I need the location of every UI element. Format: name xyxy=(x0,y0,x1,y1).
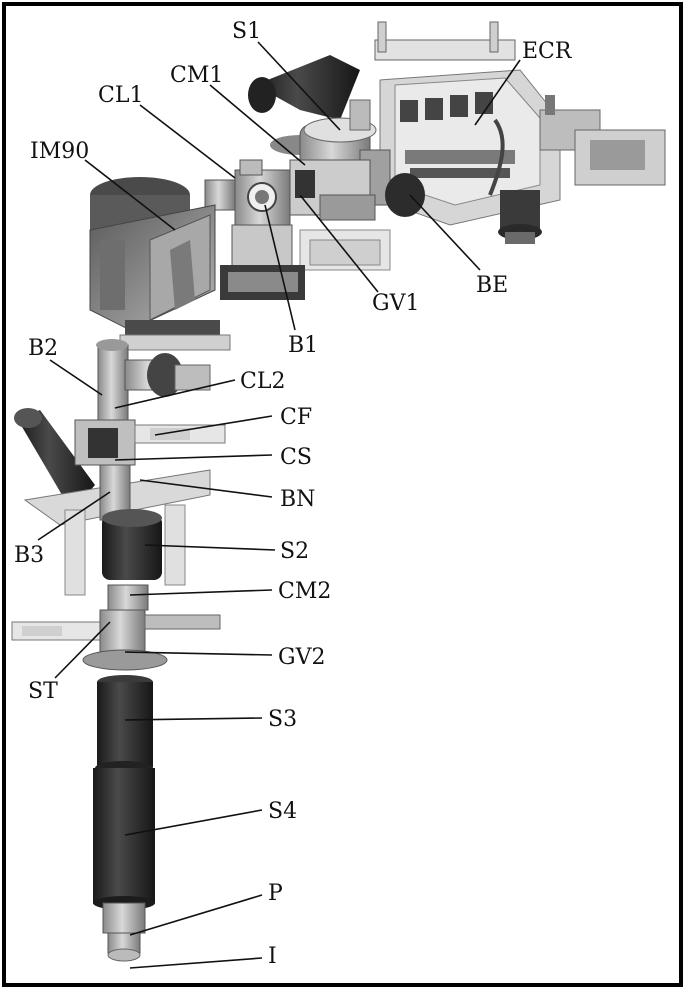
leader-s1 xyxy=(257,41,341,131)
label-ecr: ECR xyxy=(522,39,573,64)
p-i-probe-end xyxy=(102,902,146,962)
leader-cm1 xyxy=(209,84,306,166)
label-cs: CS xyxy=(280,445,312,470)
leader-b3 xyxy=(37,491,111,541)
label-b3: B3 xyxy=(14,543,44,568)
label-s3: S3 xyxy=(268,707,297,732)
leader-p xyxy=(129,894,263,936)
leader-gv2 xyxy=(124,651,273,656)
label-gv1: GV1 xyxy=(372,291,419,316)
cm1-gv1-chamber xyxy=(289,159,391,271)
label-cl1: CL1 xyxy=(98,83,143,108)
leader-cf xyxy=(154,415,273,436)
label-b1: B1 xyxy=(288,333,318,358)
leader-b1 xyxy=(264,204,296,331)
st-gv2-cross xyxy=(11,609,221,671)
label-bn: BN xyxy=(280,487,315,512)
label-cl2: CL2 xyxy=(240,369,285,394)
label-p: P xyxy=(268,881,283,906)
label-im90: IM90 xyxy=(30,139,89,164)
label-cm1: CM1 xyxy=(170,63,223,88)
leader-cl1 xyxy=(139,104,236,179)
label-s2: S2 xyxy=(280,539,309,564)
b2-cl2-section xyxy=(96,339,211,426)
label-s1: S1 xyxy=(232,19,261,44)
ecr-source-assembly xyxy=(374,21,666,244)
leader-bn xyxy=(139,479,273,498)
label-st: ST xyxy=(28,679,58,704)
leader-gv1 xyxy=(299,194,379,293)
leader-lines xyxy=(37,41,521,969)
label-b2: B2 xyxy=(28,336,58,361)
leader-st xyxy=(54,621,111,679)
leader-cl2 xyxy=(114,379,236,409)
beamline-illustration xyxy=(11,21,666,962)
leader-i xyxy=(129,957,263,969)
label-be: BE xyxy=(476,273,508,298)
component-labels: S1 ECR CM1 CL1 IM90 GV1 BE B1 B2 CL2 CF … xyxy=(14,19,573,969)
leader-cs xyxy=(114,454,273,461)
label-cm2: CM2 xyxy=(278,579,331,604)
leader-s2 xyxy=(144,544,276,551)
leader-b2 xyxy=(49,359,103,396)
label-cf: CF xyxy=(280,405,312,430)
label-s4: S4 xyxy=(268,799,297,824)
leader-s4 xyxy=(124,809,263,836)
leader-ecr xyxy=(474,59,521,126)
s3-s4-solenoid-column xyxy=(93,675,155,910)
leader-s3 xyxy=(124,717,263,721)
leader-cm2 xyxy=(129,589,273,596)
leader-be xyxy=(409,194,481,271)
label-i: I xyxy=(268,944,277,969)
im90-bending-magnet xyxy=(89,177,231,351)
label-gv2: GV2 xyxy=(278,645,325,670)
leader-im90 xyxy=(84,159,176,231)
cl1-b1-cross-chamber xyxy=(204,159,305,300)
